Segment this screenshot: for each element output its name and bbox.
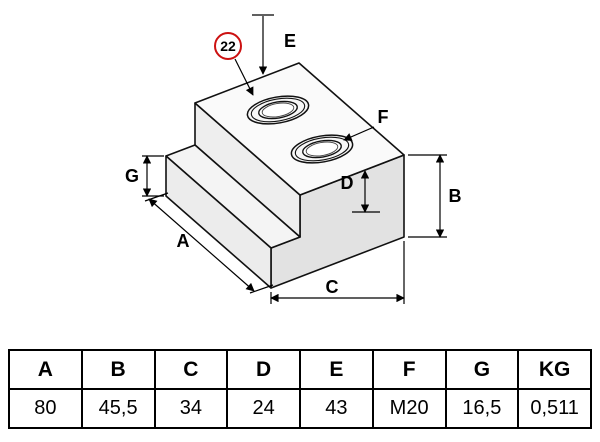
isometric-part-drawing: 22 E F G A: [125, 14, 462, 304]
table-value-b: 45,5: [80, 388, 156, 429]
table-header-a: A: [8, 349, 83, 390]
part-body: [165, 62, 405, 289]
dimension-d: D: [341, 170, 380, 213]
dim-label-f: F: [378, 107, 389, 127]
spec-table: A B C D E F G KG 80 45,5 34 24 43 M20 16…: [8, 349, 592, 429]
table-value-kg: 0,511: [517, 388, 592, 429]
dim-label-a: A: [177, 231, 190, 251]
table-header-d: D: [226, 349, 301, 390]
table-value-a: 80: [8, 388, 83, 429]
table-header-f: F: [371, 349, 447, 390]
table-value-e: 43: [299, 388, 374, 429]
dim-label-b: B: [449, 186, 462, 206]
dim-label-e: E: [284, 31, 296, 51]
table-value-f: M20: [371, 388, 447, 429]
balloon-leader-line: [234, 58, 254, 96]
dimension-c: C: [270, 241, 405, 304]
dimension-f: F: [343, 107, 389, 141]
table-value-d: 24: [226, 388, 301, 429]
dim-label-g: G: [125, 166, 139, 186]
table-header-e: E: [299, 349, 374, 390]
balloon-callout: 22: [214, 32, 254, 96]
threaded-hole-1: [246, 95, 310, 125]
threaded-hole-2: [290, 134, 354, 164]
dimension-e: E: [252, 14, 296, 75]
balloon-circle: [214, 32, 242, 60]
dim-label-c: C: [326, 277, 339, 297]
table-header-b: B: [80, 349, 156, 390]
table-value-c: 34: [153, 388, 229, 429]
spec-table-value-row: 80 45,5 34 24 43 M20 16,5 0,511: [8, 388, 592, 429]
dimension-b: B: [408, 154, 462, 238]
table-header-kg: KG: [517, 349, 592, 390]
part-top-face: [194, 62, 405, 196]
table-value-g: 16,5: [444, 388, 520, 429]
spec-table-header-row: A B C D E F G KG: [8, 349, 592, 390]
dim-label-d: D: [341, 173, 354, 193]
table-header-g: G: [444, 349, 520, 390]
balloon-number: 22: [220, 38, 236, 54]
table-header-c: C: [153, 349, 229, 390]
dimension-a: A: [144, 192, 274, 294]
dimension-g: G: [125, 155, 164, 197]
